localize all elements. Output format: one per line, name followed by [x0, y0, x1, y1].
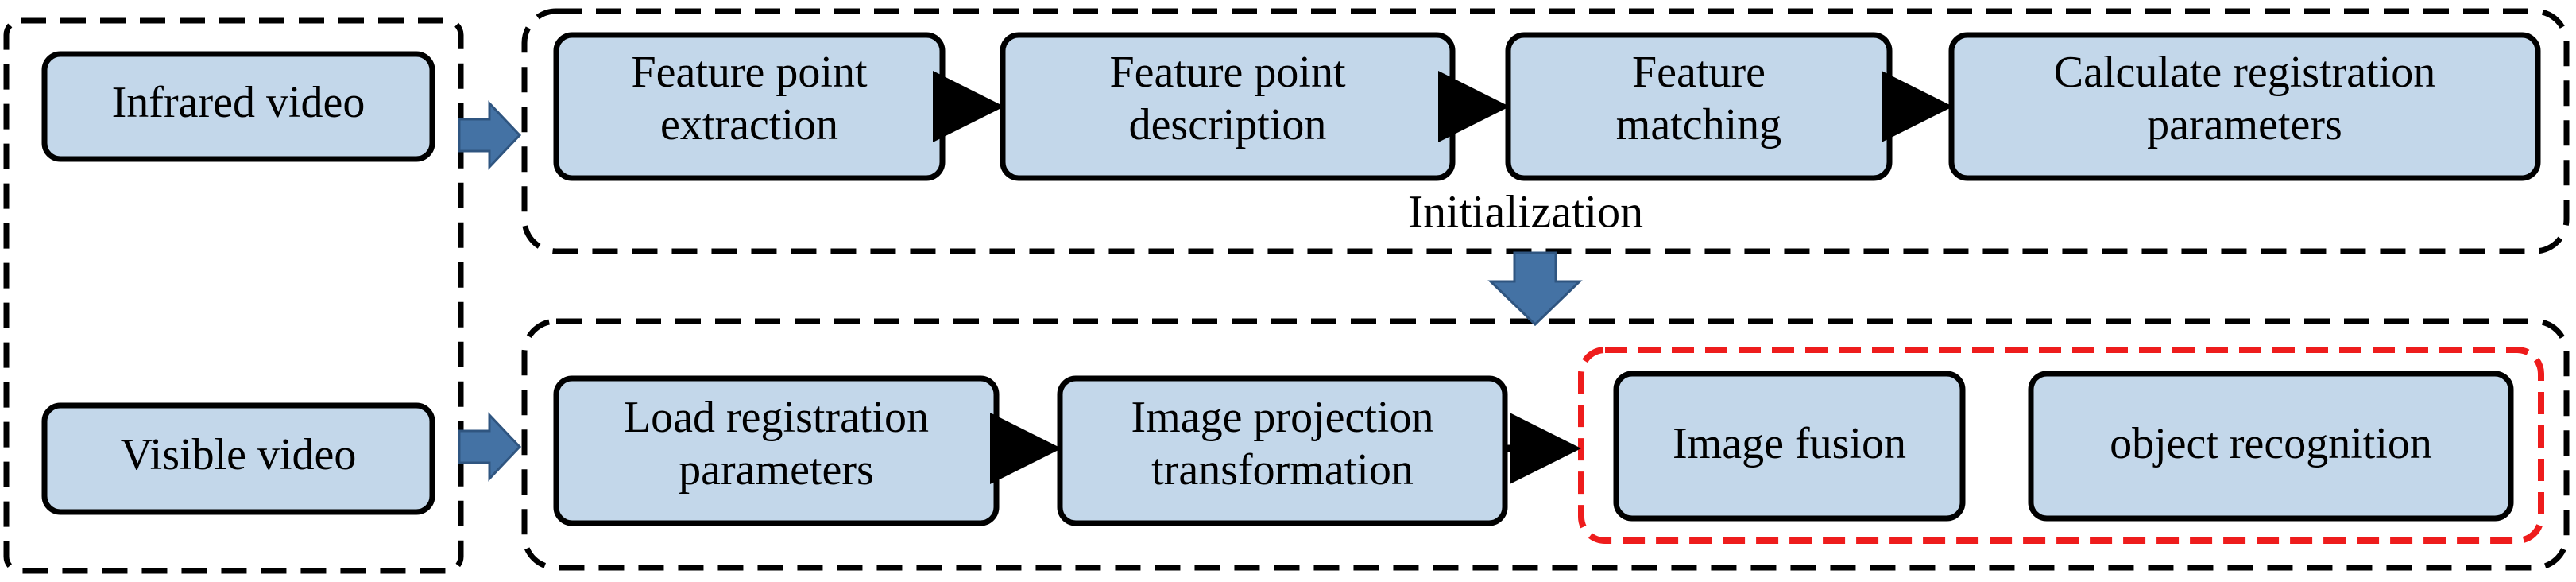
- initialization-label: Initialization: [1408, 185, 1643, 237]
- fusion-recognition-group: [1578, 347, 2544, 544]
- step-feature-point-extraction-line1: Feature point: [631, 48, 867, 97]
- step-feature-point-extraction-line2: extraction: [660, 100, 838, 149]
- initialization-group: [521, 8, 2570, 254]
- step-object-recognition-label: object recognition: [2110, 419, 2432, 468]
- step-feature-matching: Feature matching: [1505, 32, 1893, 181]
- initialization-to-runtime-arrow: [1487, 251, 1583, 327]
- input-videos-group: [3, 17, 464, 574]
- step-object-recognition: object recognition: [2028, 371, 2514, 522]
- step-calculate-registration-parameters-line1: Calculate registration: [2054, 48, 2435, 97]
- step-image-projection-transformation-line2: transformation: [1151, 445, 1414, 495]
- infrared-to-initialization-arrow: [458, 100, 522, 170]
- step-load-registration-parameters-line2: parameters: [679, 445, 874, 495]
- step-feature-matching-line2: matching: [1616, 100, 1781, 149]
- step-image-fusion: Image fusion: [1613, 371, 1966, 522]
- step-load-registration-parameters: Load registration parameters: [553, 375, 1000, 526]
- step-image-projection-transformation: Image projection transformation: [1057, 375, 1508, 526]
- step-calculate-registration-parameters-line2: parameters: [2147, 100, 2342, 149]
- visible-video-label: Visible video: [121, 430, 357, 479]
- step-feature-point-extraction: Feature point extraction: [553, 32, 946, 181]
- visible-to-runtime-arrow: [458, 412, 522, 482]
- runtime-group: [521, 318, 2570, 571]
- step-image-projection-transformation-line1: Image projection: [1131, 393, 1434, 442]
- step-feature-point-description-line2: description: [1129, 100, 1327, 149]
- step-load-registration-parameters-line1: Load registration: [624, 393, 929, 442]
- step-feature-point-description-line1: Feature point: [1109, 48, 1345, 97]
- step-image-fusion-label: Image fusion: [1673, 419, 1906, 468]
- visible-video-box: Visible video: [41, 402, 435, 515]
- step-feature-matching-line1: Feature: [1632, 48, 1766, 97]
- infrared-video-box: Infrared video: [41, 51, 435, 162]
- infrared-video-label: Infrared video: [112, 78, 366, 127]
- step-calculate-registration-parameters: Calculate registration parameters: [1948, 32, 2541, 181]
- step-feature-point-description: Feature point description: [1000, 32, 1456, 181]
